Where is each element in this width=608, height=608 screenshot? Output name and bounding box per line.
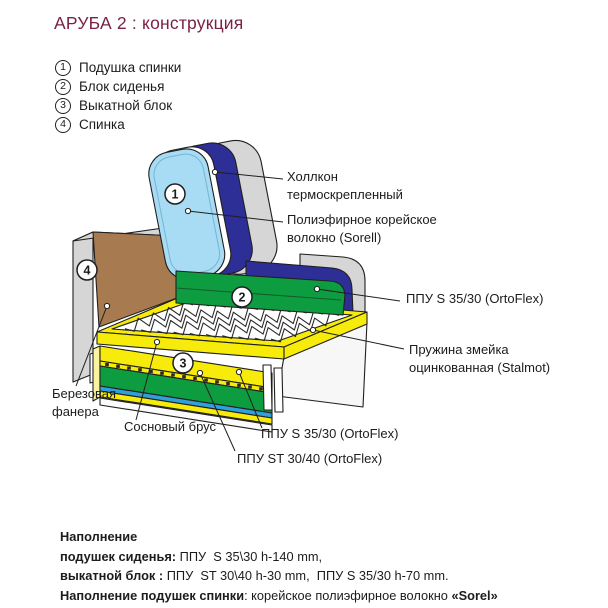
- slat-dash: [259, 387, 263, 391]
- spring-coil: [141, 302, 210, 333]
- seat-foam-seam: [175, 287, 342, 301]
- slat-dashes: [105, 362, 263, 391]
- spring-coil: [205, 307, 275, 338]
- slat-dash: [138, 368, 142, 372]
- callout-birch-plywood: Березовая фанера: [52, 386, 117, 419]
- slat-dash: [149, 369, 153, 374]
- legend-number-1: 1: [55, 59, 71, 76]
- part-number-3: 3: [180, 357, 187, 371]
- slat-dash: [226, 381, 230, 386]
- spring-coil: [222, 308, 291, 339]
- spring-bed: [111, 302, 353, 342]
- base-post-2: [273, 367, 284, 413]
- callout-ppu-s-bottom: ППУ S 35/30 (OrtoFlex): [261, 426, 399, 441]
- seat-foam-block: [175, 270, 346, 316]
- legend-item-back-cushion: 1 Подушка спинки: [55, 58, 181, 77]
- part-number-circles: [76, 183, 253, 374]
- slat-dash: [105, 362, 109, 367]
- spring-coil: [238, 309, 307, 340]
- slat-dash: [248, 385, 252, 389]
- sofa-base-rail: [99, 397, 273, 433]
- legend-label-4: Спинка: [79, 117, 125, 132]
- spring-coil: [254, 311, 323, 342]
- legend-label-2: Блок сиденья: [79, 79, 165, 94]
- spring-coil: [270, 312, 340, 343]
- part-circle-3: [172, 352, 194, 374]
- legend-label-3: Выкатной блок: [79, 98, 173, 113]
- slat-dash: [127, 366, 131, 370]
- slat-dash: [193, 376, 197, 381]
- base-post-1: [262, 364, 273, 411]
- spring-coil: [124, 301, 194, 332]
- spring-coil: [173, 305, 242, 336]
- back-cushion: [148, 139, 278, 280]
- legend-item-pullout-block: 3 Выкатной блок: [55, 96, 181, 115]
- part-number-4: 4: [84, 264, 91, 278]
- slat-dash: [182, 375, 186, 379]
- slat-dash: [116, 364, 120, 368]
- callout-pine-beam: Сосновый брус: [124, 419, 217, 434]
- callout-ppu-s-right: ППУ S 35/30 (OrtoFlex): [406, 291, 544, 306]
- leader-lines: [75, 171, 405, 452]
- legend-label-1: Подушка спинки: [79, 60, 182, 75]
- slat-dash: [215, 380, 219, 384]
- callout-ppu-st-bottom: ППУ ST 30/40 (OrtoFlex): [237, 451, 383, 466]
- serpentine-springs: [124, 301, 340, 343]
- callout-spring: Пружина змейка оцинкованная (Stalmot): [409, 342, 551, 375]
- slat-dash: [237, 383, 241, 387]
- spring-coil: [189, 306, 259, 337]
- part-circle-2: [231, 286, 253, 308]
- page-title: АРУБА 2 : конструкция: [54, 13, 244, 33]
- part-circle-1: [164, 183, 186, 205]
- legend-number-2: 2: [55, 78, 71, 95]
- callout-hollcon: Холлкон термоскрепленный: [287, 169, 403, 202]
- part-circle-4: [76, 259, 98, 281]
- spring-frame-right-face: [283, 311, 368, 360]
- leader-markers: [103, 168, 321, 377]
- spring-coil: [157, 304, 226, 335]
- legend: 1 Подушка спинки 2 Блок сиденья 3 Выкатн…: [55, 58, 181, 134]
- slat-dash: [171, 373, 175, 377]
- part-number-1: 1: [172, 188, 179, 202]
- slat-dash: [160, 371, 164, 375]
- legend-item-seat-block: 2 Блок сиденья: [55, 77, 181, 96]
- legend-item-back: 4 Спинка: [55, 115, 181, 134]
- pullout-bottom-yellow: [99, 390, 273, 425]
- legend-number-4: 4: [55, 116, 71, 133]
- slat-dash: [204, 378, 208, 382]
- legend-number-3: 3: [55, 97, 71, 114]
- callout-sorell-fiber: Полиэфирное корейское волокно (Sorell): [287, 212, 437, 245]
- part-number-2: 2: [239, 291, 246, 305]
- part-number-texts: 1 2 3 4: [84, 188, 246, 371]
